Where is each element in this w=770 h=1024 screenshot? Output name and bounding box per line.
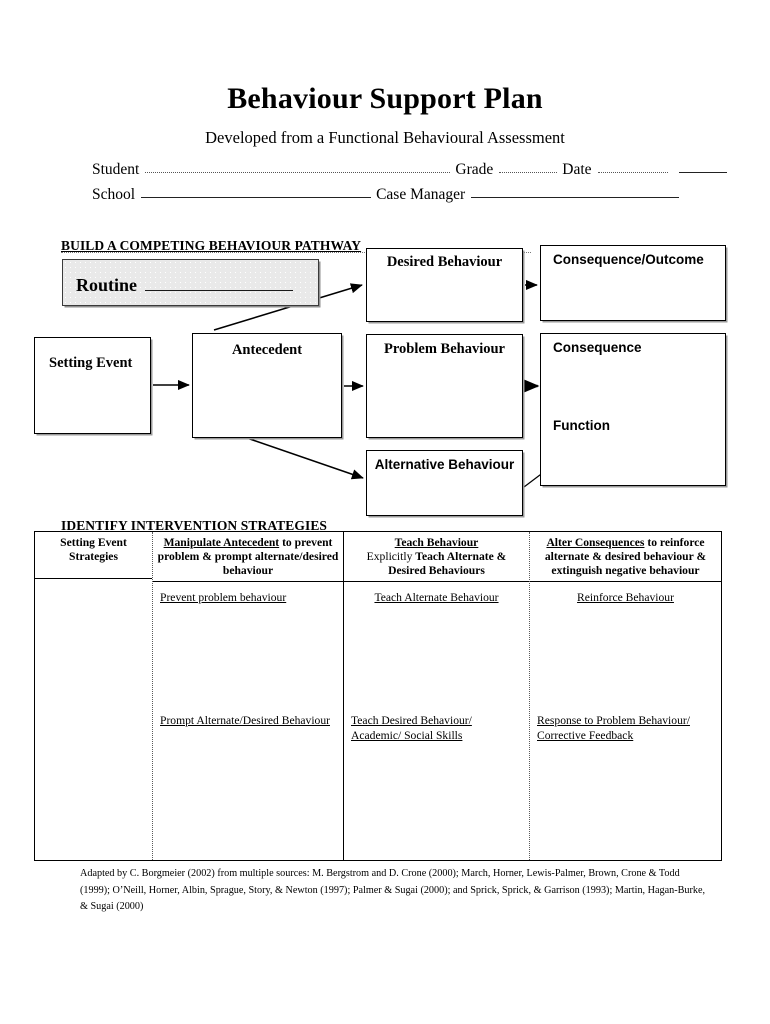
table-header-antecedent: Manipulate Antecedent to prevent problem… bbox=[153, 532, 343, 583]
cell-label-teach-desired-behaviour: Teach Desired Behaviour/ Academic/ Socia… bbox=[351, 714, 472, 743]
antecedent-label: Antecedent bbox=[231, 342, 303, 358]
student-input-line[interactable] bbox=[145, 159, 451, 173]
routine-input-line[interactable] bbox=[145, 276, 294, 291]
grade-input-line[interactable] bbox=[499, 159, 558, 173]
alternative-behaviour-box[interactable]: Alternative Behaviour bbox=[366, 450, 523, 516]
alternative-behaviour-label: Alternative Behaviour bbox=[374, 457, 515, 472]
table-header-teach-regular: Explicitly bbox=[366, 550, 416, 564]
school-label: School bbox=[92, 186, 136, 203]
consequence-outcome-box[interactable]: Consequence/Outcome bbox=[540, 245, 726, 321]
problem-behaviour-box[interactable]: Problem Behaviour bbox=[366, 334, 523, 438]
page-subtitle: Developed from a Functional Behavioural … bbox=[205, 128, 565, 147]
setting-event-label: Setting Event bbox=[49, 355, 133, 371]
problem-behaviour-label: Problem Behaviour bbox=[384, 341, 505, 357]
antecedent-box[interactable]: Antecedent bbox=[192, 333, 342, 438]
date-input-line-extra[interactable] bbox=[678, 159, 727, 173]
date-label: Date bbox=[562, 161, 592, 178]
table-column-antecedent: Manipulate Antecedent to prevent problem… bbox=[153, 532, 344, 860]
student-label: Student bbox=[92, 161, 140, 178]
school-input-line[interactable] bbox=[141, 184, 372, 198]
pathway-section-heading: BUILD A COMPETING BEHAVIOUR PATHWAY bbox=[61, 238, 362, 253]
table-column-setting-event: Setting Event Strategies bbox=[35, 532, 153, 860]
cell-label-teach-alternate-behaviour: Teach Alternate Behaviour bbox=[374, 591, 499, 605]
table-header-teach-emphasis: Teach Behaviour bbox=[394, 536, 479, 549]
cell-label-response-to-problem-behaviour: Response to Problem Behaviour/ Correctiv… bbox=[537, 714, 690, 743]
grade-label: Grade bbox=[455, 161, 494, 178]
case-manager-label: Case Manager bbox=[376, 186, 466, 203]
routine-box[interactable]: Routine bbox=[62, 259, 319, 306]
routine-field[interactable]: Routine bbox=[76, 275, 294, 296]
table-header-teach-behaviour: Teach Behaviour Explicitly Teach Alterna… bbox=[344, 532, 529, 583]
desired-behaviour-box[interactable]: Desired Behaviour bbox=[366, 248, 523, 322]
desired-behaviour-label: Desired Behaviour bbox=[386, 254, 503, 270]
intervention-strategies-table: Setting Event Strategies Manipulate Ante… bbox=[34, 531, 722, 861]
cell-label-prevent-problem-behaviour: Prevent problem behaviour bbox=[160, 591, 287, 605]
case-manager-input-line[interactable] bbox=[471, 184, 680, 198]
table-header-alter-consequences: Alter Consequences to reinforce alternat… bbox=[530, 532, 721, 583]
consequence-box[interactable]: Consequence Function bbox=[540, 333, 726, 486]
consequence-label: Consequence bbox=[553, 340, 642, 355]
page-title: Behaviour Support Plan bbox=[227, 82, 543, 115]
footer-citation: Adapted by C. Borgmeier (2002) from mult… bbox=[80, 868, 706, 913]
date-input-line[interactable] bbox=[597, 159, 668, 173]
table-header-teach-rest: Teach Alternate & Desired Behaviours bbox=[388, 550, 507, 578]
setting-event-box[interactable]: Setting Event bbox=[34, 337, 151, 434]
cell-label-prompt-alternate-desired: Prompt Alternate/Desired Behaviour bbox=[160, 714, 330, 728]
pathway-heading-rule bbox=[61, 252, 531, 253]
table-header-antecedent-rest: to prevent problem & prompt alternate/de… bbox=[157, 536, 339, 578]
table-header-alter-rest: to reinforce alternate & desired behavio… bbox=[544, 536, 707, 578]
table-header-antecedent-emphasis: Manipulate Antecedent bbox=[163, 536, 280, 549]
cell-label-reinforce-behaviour: Reinforce Behaviour bbox=[577, 591, 674, 605]
form-row-student: Student Grade Date bbox=[92, 160, 732, 179]
form-row-school: School Case Manager bbox=[92, 185, 684, 204]
table-column-teach-behaviour: Teach Behaviour Explicitly Teach Alterna… bbox=[344, 532, 530, 860]
consequence-outcome-label: Consequence/Outcome bbox=[553, 252, 704, 267]
routine-label: Routine bbox=[76, 275, 138, 295]
function-label: Function bbox=[553, 418, 610, 433]
table-header-setting-event: Setting Event Strategies bbox=[35, 532, 152, 579]
table-header-alter-emphasis: Alter Consequences bbox=[546, 536, 645, 549]
table-column-alter-consequences: Alter Consequences to reinforce alternat… bbox=[530, 532, 721, 860]
strategies-section-heading: IDENTIFY INTERVENTION STRATEGIES bbox=[61, 518, 328, 533]
